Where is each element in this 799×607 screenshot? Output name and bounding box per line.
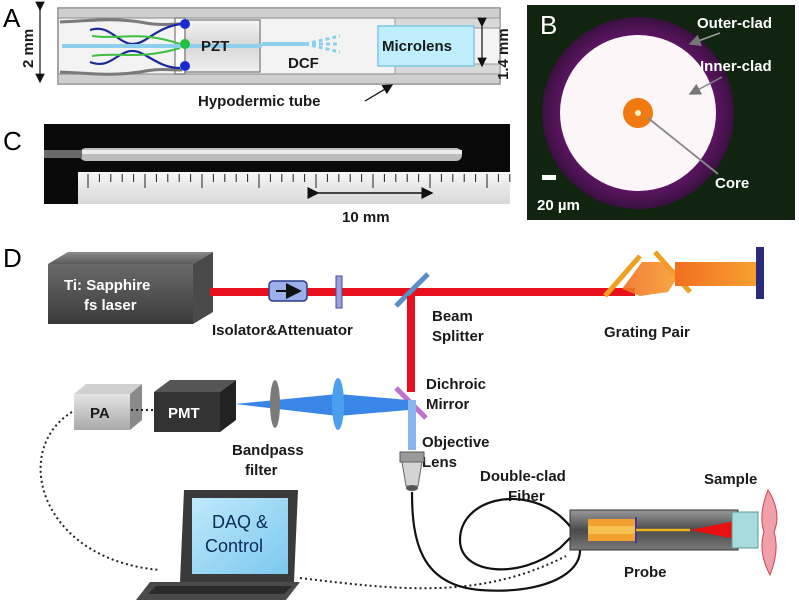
wire-green bbox=[91, 35, 181, 45]
probe-beam bbox=[690, 520, 740, 540]
dichroic-label-2: Mirror bbox=[426, 396, 470, 413]
grating-label: Grating Pair bbox=[604, 324, 690, 341]
outer-clad-arrow bbox=[688, 32, 721, 47]
panel-d: D Ti: Sapphire fs laser Isolator&Attenua… bbox=[3, 243, 778, 600]
probe-label: Probe bbox=[624, 564, 667, 581]
pzt-element-inner bbox=[588, 526, 636, 534]
pzt-label: PZT bbox=[201, 38, 229, 55]
wire-blue-top bbox=[89, 22, 181, 46]
panel-a-label: A bbox=[3, 3, 21, 33]
laser-box-side bbox=[193, 252, 213, 324]
scale-bar-b bbox=[542, 175, 556, 180]
core-pointer bbox=[647, 117, 719, 175]
probe-fiber-photo bbox=[44, 150, 82, 158]
laser-box-top bbox=[48, 252, 213, 264]
pa-front bbox=[74, 394, 130, 430]
panel-c-label: C bbox=[3, 126, 22, 156]
daq-label-2: Control bbox=[205, 536, 263, 556]
objective-body bbox=[401, 461, 423, 487]
laser-beam-main bbox=[210, 288, 635, 296]
pa-side bbox=[130, 384, 142, 430]
probe-lens bbox=[731, 511, 759, 549]
tube-wall-top bbox=[57, 7, 501, 19]
pa-label: PA bbox=[90, 405, 110, 422]
microlens bbox=[377, 25, 475, 67]
panel-d-label: D bbox=[3, 243, 22, 273]
probe-photo bbox=[80, 148, 462, 161]
pa-top bbox=[74, 384, 142, 394]
sample bbox=[761, 488, 778, 577]
dim-1-4mm-label: 1.4 mm bbox=[495, 28, 512, 80]
signal-beam-vertical bbox=[408, 400, 416, 450]
scale-c-label: 10 mm bbox=[342, 209, 390, 226]
probe-photo-highlight bbox=[80, 150, 462, 154]
inner-clad-arrow bbox=[688, 76, 723, 95]
attenuator bbox=[335, 275, 343, 309]
beam-splitter bbox=[394, 272, 430, 308]
pmt-side bbox=[220, 380, 236, 432]
panel-b-label: B bbox=[540, 10, 557, 40]
bandpass-filter bbox=[270, 380, 280, 428]
dcf-sweep-up bbox=[304, 34, 341, 46]
isolator-label: Isolator&Attenuator bbox=[212, 322, 353, 339]
core-center bbox=[635, 110, 641, 116]
laptop-screen bbox=[192, 498, 288, 574]
pmt-top bbox=[154, 380, 236, 392]
cable-pa-daq bbox=[39, 411, 161, 571]
panel-a: A PZT DCF Microlens bbox=[3, 1, 512, 110]
bandpass-label-1: Bandpass bbox=[232, 442, 304, 459]
objective-collar bbox=[399, 451, 425, 463]
signal-beam bbox=[235, 394, 408, 416]
hypodermic-tube-label: Hypodermic tube bbox=[198, 93, 321, 110]
inner-clad-label: Inner-clad bbox=[700, 58, 772, 75]
pmt-label: PMT bbox=[168, 405, 200, 422]
panel-c: C 10 mm bbox=[3, 124, 511, 226]
objective-label-2: Lens bbox=[422, 454, 457, 471]
fiber-coil bbox=[410, 491, 582, 592]
stretched-beam bbox=[675, 262, 757, 286]
sample-label: Sample bbox=[704, 471, 757, 488]
dichroic-label-1: Dichroic bbox=[426, 376, 486, 393]
daq-label-1: DAQ & bbox=[212, 512, 268, 532]
laptop-keyboard bbox=[148, 586, 292, 594]
beam-splitter-label-2: Splitter bbox=[432, 328, 484, 345]
electrode-top bbox=[180, 19, 190, 29]
objective-label-1: Objective bbox=[422, 434, 490, 451]
outer-clad-label: Outer-clad bbox=[697, 15, 772, 32]
dcf-label: DCF bbox=[288, 55, 319, 72]
dcf-sweep-down bbox=[304, 42, 341, 54]
wire-green-2 bbox=[91, 47, 181, 57]
electrode-bottom bbox=[180, 61, 190, 71]
ruler-ticks bbox=[87, 174, 511, 188]
electrode-middle bbox=[180, 39, 190, 49]
dim-2mm-label: 2 mm bbox=[20, 29, 37, 68]
wire-gray-bottom bbox=[59, 68, 183, 76]
laser-label-2: fs laser bbox=[84, 297, 137, 314]
objective-tip bbox=[406, 485, 418, 491]
grating-1 bbox=[603, 254, 642, 298]
panel-b: B Outer-clad Inner-clad Core 20 µm bbox=[527, 5, 795, 220]
bandpass-label-2: filter bbox=[245, 462, 278, 479]
microlens-label: Microlens bbox=[382, 38, 452, 55]
cable-daq-probe bbox=[299, 555, 567, 590]
ruler bbox=[78, 172, 510, 204]
hypodermic-tube-arrow bbox=[364, 84, 394, 102]
end-mirror bbox=[756, 247, 764, 299]
laser-beam-down bbox=[407, 296, 415, 392]
pmt-front bbox=[154, 392, 220, 432]
wire-gray-top bbox=[59, 18, 183, 26]
grating-beam bbox=[622, 262, 680, 296]
tube-wall-bottom bbox=[57, 73, 501, 85]
laser-box-front bbox=[48, 264, 193, 324]
fiber-label-2: Fiber bbox=[508, 488, 545, 505]
focusing-lens bbox=[332, 378, 344, 430]
core-label: Core bbox=[715, 175, 749, 192]
scale-b-label: 20 µm bbox=[537, 197, 580, 214]
beam-splitter-label-1: Beam bbox=[432, 308, 473, 325]
laser-label-1: Ti: Sapphire bbox=[64, 277, 150, 294]
fiber-label-1: Double-clad bbox=[480, 468, 566, 485]
